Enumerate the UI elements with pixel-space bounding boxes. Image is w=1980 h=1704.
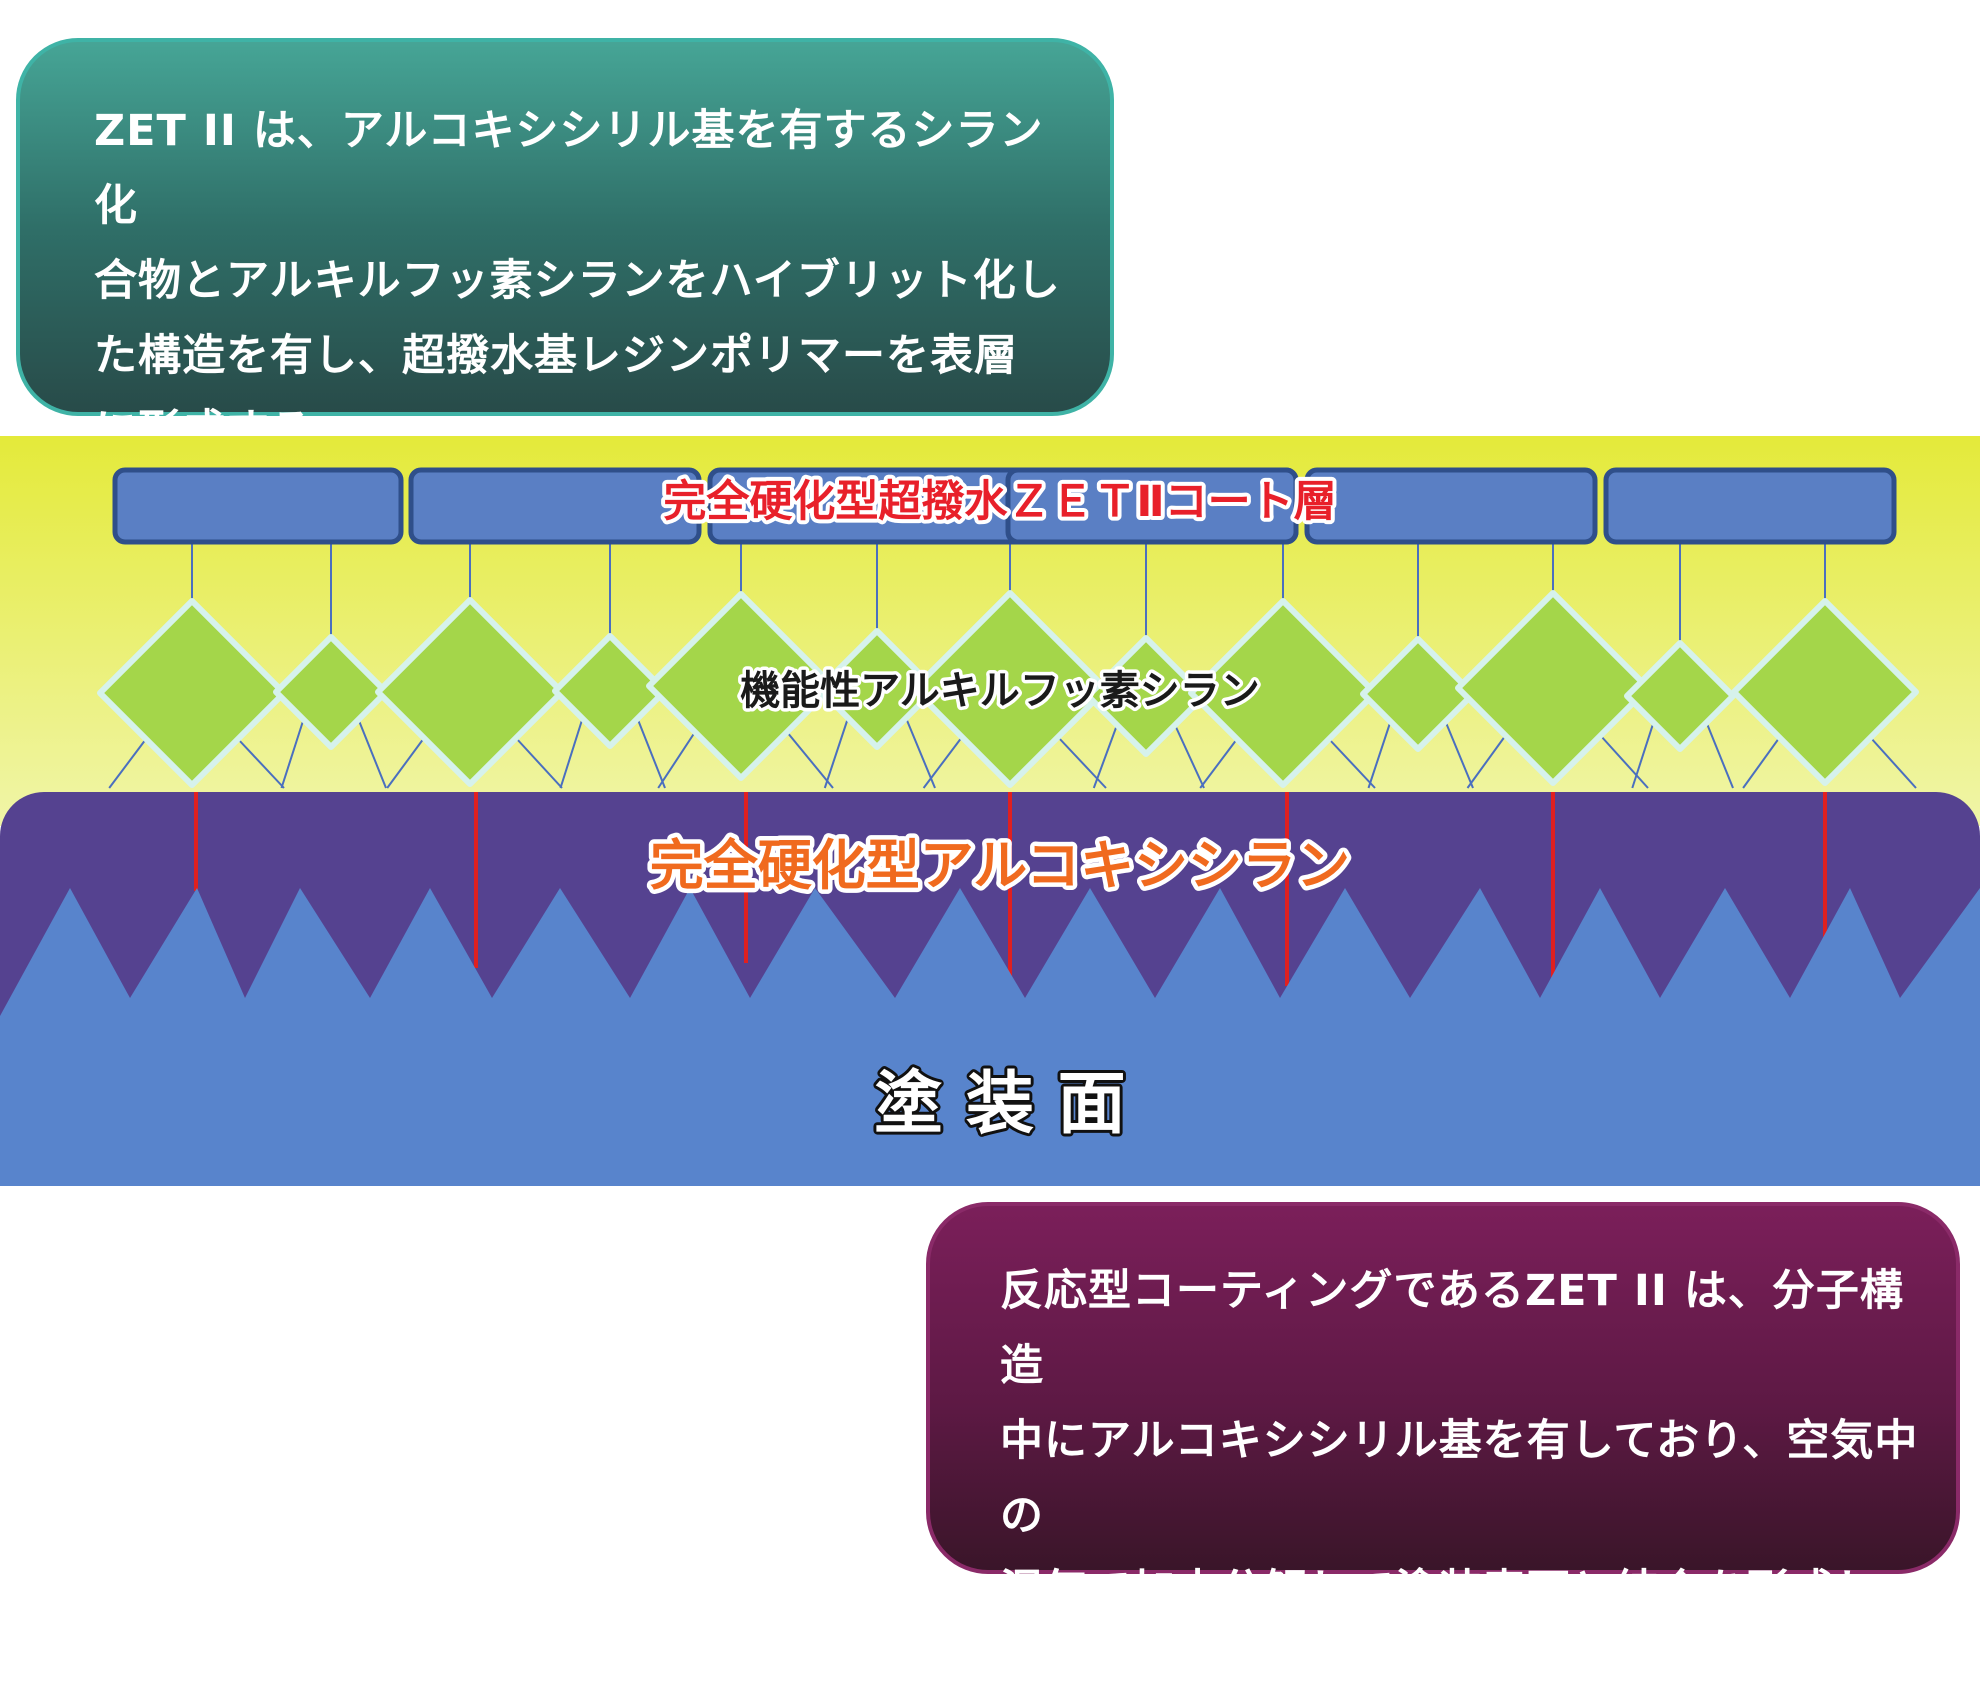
top-note-line: 合物とアルキルフッ素シランをハイブリット化し [94, 256, 1061, 306]
fluoro-silane-diamond [911, 590, 1109, 788]
link-line [1092, 724, 1118, 789]
fluoro-silane-diamond [1455, 590, 1651, 786]
link-line [1328, 738, 1376, 789]
fluoro-silane-diamond [1085, 635, 1207, 757]
link-line [786, 731, 834, 789]
link-line [386, 737, 425, 789]
resin-polymer-block [1603, 467, 1897, 545]
top-note-line: た構造を有し、超撥水基レジンポリマーを表層 [94, 331, 1018, 381]
resin-polymer-blocks [112, 467, 1897, 545]
fluoro-silane-diamond [1188, 598, 1378, 788]
bottom-note-line: 湿気で加水分解して塗装表面と結合を形成し、 [1000, 1566, 1923, 1616]
fluoro-silane-diamond [552, 633, 668, 749]
paint-surface-layer [0, 888, 1980, 1186]
resin-polymer-block [1304, 467, 1598, 545]
fluoro-silane-diamond [816, 628, 938, 750]
top-layer-label: 完全硬化型超撥水ＺＥＴⅡコート層 [663, 477, 1336, 527]
link-line [559, 718, 584, 789]
link-line [657, 731, 696, 789]
link-line [1174, 724, 1205, 789]
link-line [1057, 736, 1107, 789]
link-line [1869, 736, 1917, 789]
bottom-note-box: 反応型コーティングであるZET II は、分子構造 中にアルコキシシリル基を有し… [926, 1202, 1960, 1691]
bottom-note-line: 完全硬化型コート層となる。 [1000, 1641, 1571, 1691]
link-line [1466, 734, 1507, 789]
middle-layer-label: 機能性アルキルフッ素シラン [740, 668, 1260, 714]
link-line [636, 718, 666, 789]
link-line [1444, 721, 1474, 789]
link-line [1199, 738, 1238, 789]
link-line [905, 717, 936, 789]
link-line [1367, 721, 1392, 789]
fluoro-silane-diamond [646, 591, 836, 781]
fluoro-silane-diamond [1731, 598, 1919, 786]
fluoro-silane-diamond [375, 597, 565, 787]
surface-label: 塗 装 面 [874, 1065, 1125, 1144]
link-line [1705, 722, 1734, 789]
fluoro-silane-diamond [1360, 636, 1476, 752]
connector-lines [108, 542, 1917, 789]
link-line [108, 738, 147, 789]
fluoro-silane-molecules [97, 590, 1919, 788]
link-line [1742, 736, 1781, 789]
link-line [237, 738, 285, 789]
coating-layer-diagram: 完全硬化型超撥水ＺＥＴⅡコート層 機能性アルキルフッ素シラン 完全硬化型アルコキ… [0, 436, 1980, 1186]
bottom-note-line: 中にアルコキシシリル基を有しており、空気中の [1000, 1416, 1919, 1541]
fluoro-silane-diamond [97, 598, 287, 788]
top-note-box: ZET II は、アルコキシシリル基を有するシラン化 合物とアルキルフッ素シラン… [16, 38, 1114, 456]
bottom-note-line: 反応型コーティングであるZET II は、分子構造 [1000, 1266, 1904, 1391]
link-line [280, 719, 305, 789]
resin-polymer-block [1005, 467, 1299, 545]
resin-polymer-block [112, 467, 404, 545]
base-layer-label: 完全硬化型アルコキシシラン [650, 834, 1350, 897]
top-note-line: ZET II は、アルコキシシリル基を有するシラン化 [94, 106, 1044, 231]
resin-polymer-block [408, 467, 702, 545]
link-line [1599, 734, 1649, 789]
link-line [357, 719, 387, 789]
fluoro-silane-diamond [273, 634, 389, 750]
link-line [1631, 722, 1655, 789]
link-line [823, 717, 849, 789]
fluoro-silane-diamond [1624, 640, 1736, 752]
link-line [922, 736, 963, 789]
link-line [515, 737, 563, 789]
